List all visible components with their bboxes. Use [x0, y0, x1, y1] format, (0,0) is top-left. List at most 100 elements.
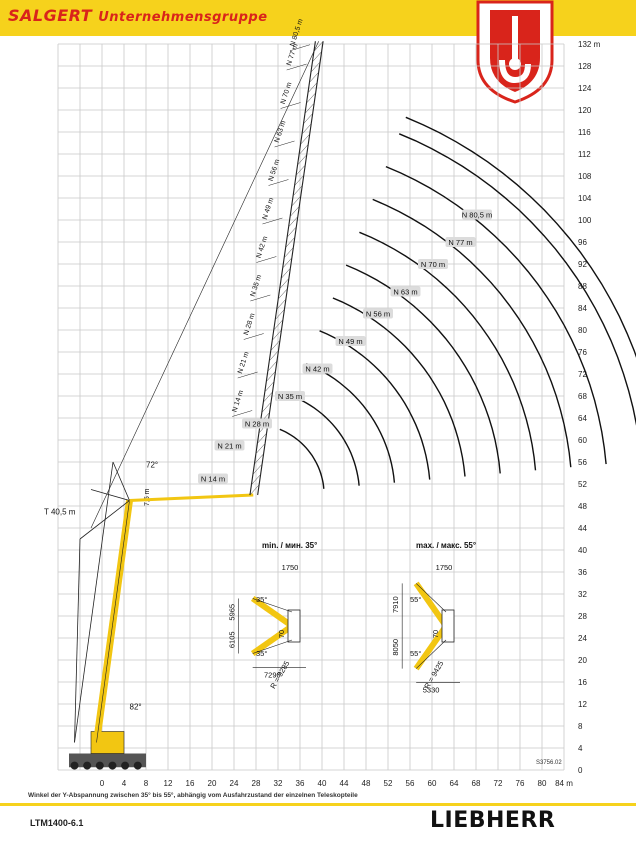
main-boom-edge [96, 500, 130, 743]
jib-tick [274, 140, 295, 148]
curve-label: N 28 m [245, 420, 269, 429]
grid [57, 43, 565, 771]
jib-lacing [249, 484, 260, 496]
t-height-label: T 40,5 m [44, 507, 76, 516]
x-tick-label: 60 [428, 779, 437, 788]
luff-angle-label: 72° [146, 461, 158, 470]
y-tick-label: 84 [578, 304, 587, 313]
x-tick-label: 44 [340, 779, 349, 788]
inset-dimension: 6105 [228, 631, 237, 648]
wheel [95, 761, 104, 770]
boom-angle-label: 82° [130, 703, 142, 712]
jib-lacing [266, 371, 276, 382]
jib-lacing [261, 402, 272, 413]
range-curve [332, 297, 466, 477]
curve-label: N 80,5 m [462, 211, 492, 220]
jib-lacing [291, 195, 301, 207]
jib-tick [243, 333, 264, 340]
jib-lacing [303, 113, 313, 124]
wheel [133, 761, 142, 770]
x-tick-label: 36 [296, 779, 305, 788]
inset-title: min. / мин. 35° [262, 541, 317, 550]
y-tick-label: 80 [578, 326, 587, 335]
curve-labels: N 14 mN 21 mN 28 mN 35 mN 42 mN 49 mN 56… [198, 209, 492, 484]
guy-line [90, 489, 130, 501]
y-tick-label: 48 [578, 502, 587, 511]
jib-section-label: N 49 m [262, 197, 276, 221]
jib-tick [237, 371, 258, 379]
offset-label: 7,5 m [144, 488, 151, 506]
jib-lacing [278, 288, 288, 300]
y-tick-label: 112 [578, 150, 591, 159]
y-tick-label: 68 [578, 392, 587, 401]
inset-angle: 55° [410, 595, 421, 604]
curve-label: N 14 m [201, 475, 225, 484]
jib-lacing [252, 463, 263, 475]
curve-label: N 56 m [366, 310, 390, 319]
jib-tick [289, 44, 311, 51]
wheel [121, 761, 130, 770]
range-curve [319, 330, 431, 480]
x-tick-label: 40 [318, 779, 327, 788]
x-tick-label: 16 [186, 779, 195, 788]
inset-angle: 35° [256, 595, 267, 604]
jib-lacing [255, 443, 266, 454]
curve-label: N 35 m [278, 392, 302, 401]
y-tick-label: 20 [578, 656, 587, 665]
guy-line [74, 538, 81, 743]
jib-lacing [301, 123, 312, 135]
curve-label-box [198, 473, 228, 484]
jib-lacing [313, 41, 324, 52]
x-tick-label: 64 [450, 779, 459, 788]
jib-lacing [288, 216, 298, 228]
jib-tick [268, 179, 289, 186]
jib-lacing [257, 432, 267, 444]
jib-lacing [286, 226, 297, 238]
range-curve [398, 133, 636, 426]
x-tick-label: 24 [230, 779, 239, 788]
jib-lacing [285, 237, 296, 248]
y-tick-label: 36 [578, 568, 587, 577]
jib-section-label: N 14 m [231, 389, 245, 413]
jib-section-label: N 70 m [280, 81, 294, 105]
guy-line [74, 461, 114, 743]
inset-guy-arm [250, 623, 294, 656]
jib-lacing [269, 350, 279, 362]
jib-section-label: N 21 m [237, 351, 251, 375]
curve-label-box [462, 209, 492, 220]
x-tick-label: 84 m [555, 779, 573, 788]
luffing-jib [90, 41, 324, 529]
curve-label-box [214, 440, 245, 451]
inset-rope [252, 639, 293, 654]
curve-label-box [335, 336, 366, 346]
x-tick-label: 0 [100, 779, 105, 788]
inset-dimension: 5330 [423, 686, 440, 695]
curve-label-box [242, 418, 272, 429]
jib-tick [232, 410, 253, 417]
inset-boom [287, 609, 301, 643]
jib-lacing [276, 298, 287, 310]
x-tick-label: 52 [384, 779, 393, 788]
jib-lacing [298, 144, 309, 155]
y-tick-label: 4 [578, 744, 583, 753]
x-tick-label: 72 [494, 779, 503, 788]
y-tick-label: 132 m [578, 40, 601, 49]
jib-lacing [297, 154, 307, 166]
y-tick-label: 128 [578, 62, 592, 71]
jib-lacing [283, 247, 294, 258]
range-curve [306, 362, 396, 483]
range-curve [279, 428, 325, 489]
curve-label-box [363, 308, 393, 319]
y-tick-label: 120 [578, 106, 592, 115]
inset-dimension: 8050 [391, 639, 400, 656]
inset-dimension: 7910 [391, 596, 400, 613]
y-axis-labels: 0481216202428323640444852566064687276808… [578, 40, 601, 775]
y-tick-label: 56 [578, 458, 587, 467]
range-curve [292, 395, 360, 486]
wheel [70, 761, 79, 770]
y-tick-label: 0 [578, 766, 583, 775]
curve-label-box [275, 391, 305, 401]
inset-guy-arm [250, 596, 294, 629]
